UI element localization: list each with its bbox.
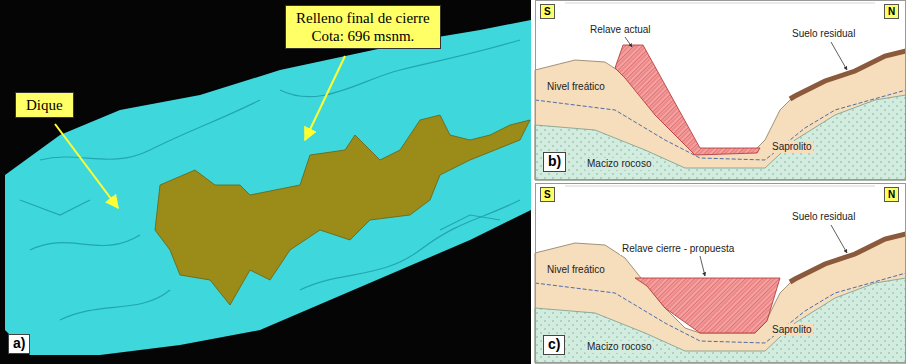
section-b xyxy=(535,0,906,180)
box-text: S xyxy=(544,5,551,18)
section-label: Suelo residual xyxy=(790,28,857,40)
section-label: Relave cierre - propuesta xyxy=(620,243,736,255)
callout-box: Dique xyxy=(15,92,74,118)
section-label: Nivel freático xyxy=(545,264,607,276)
section-label: Macizo rocoso xyxy=(585,341,653,353)
box-text: N xyxy=(888,188,895,201)
panel-tag: c) xyxy=(543,335,565,355)
orientation-tag: N xyxy=(884,4,899,19)
section-label: Nivel freático xyxy=(545,81,607,93)
section-label: Saprolito xyxy=(770,141,813,153)
box-text: Cota: 696 msnm. xyxy=(296,27,430,45)
section-label: Saprolito xyxy=(770,324,813,336)
orientation-tag: S xyxy=(540,4,555,19)
orientation-tag: N xyxy=(884,187,899,202)
box-text: c) xyxy=(548,336,560,354)
panel-tag: a) xyxy=(8,334,30,354)
section-label: Relave actual xyxy=(588,24,653,36)
section-label: Macizo rocoso xyxy=(585,158,653,170)
box-text: b) xyxy=(548,153,561,171)
box-text: Relleno final de cierre xyxy=(296,9,430,27)
section-label: Suelo residual xyxy=(790,211,857,223)
callout-box: Relleno final de cierreCota: 696 msnm. xyxy=(285,5,441,49)
box-text: Dique xyxy=(26,96,63,114)
terrain-view xyxy=(0,0,531,364)
box-text: N xyxy=(888,5,895,18)
box-text: S xyxy=(544,188,551,201)
section-c xyxy=(535,183,906,363)
panel-tag: b) xyxy=(543,152,566,172)
box-text: a) xyxy=(13,335,25,353)
orientation-tag: S xyxy=(540,187,555,202)
